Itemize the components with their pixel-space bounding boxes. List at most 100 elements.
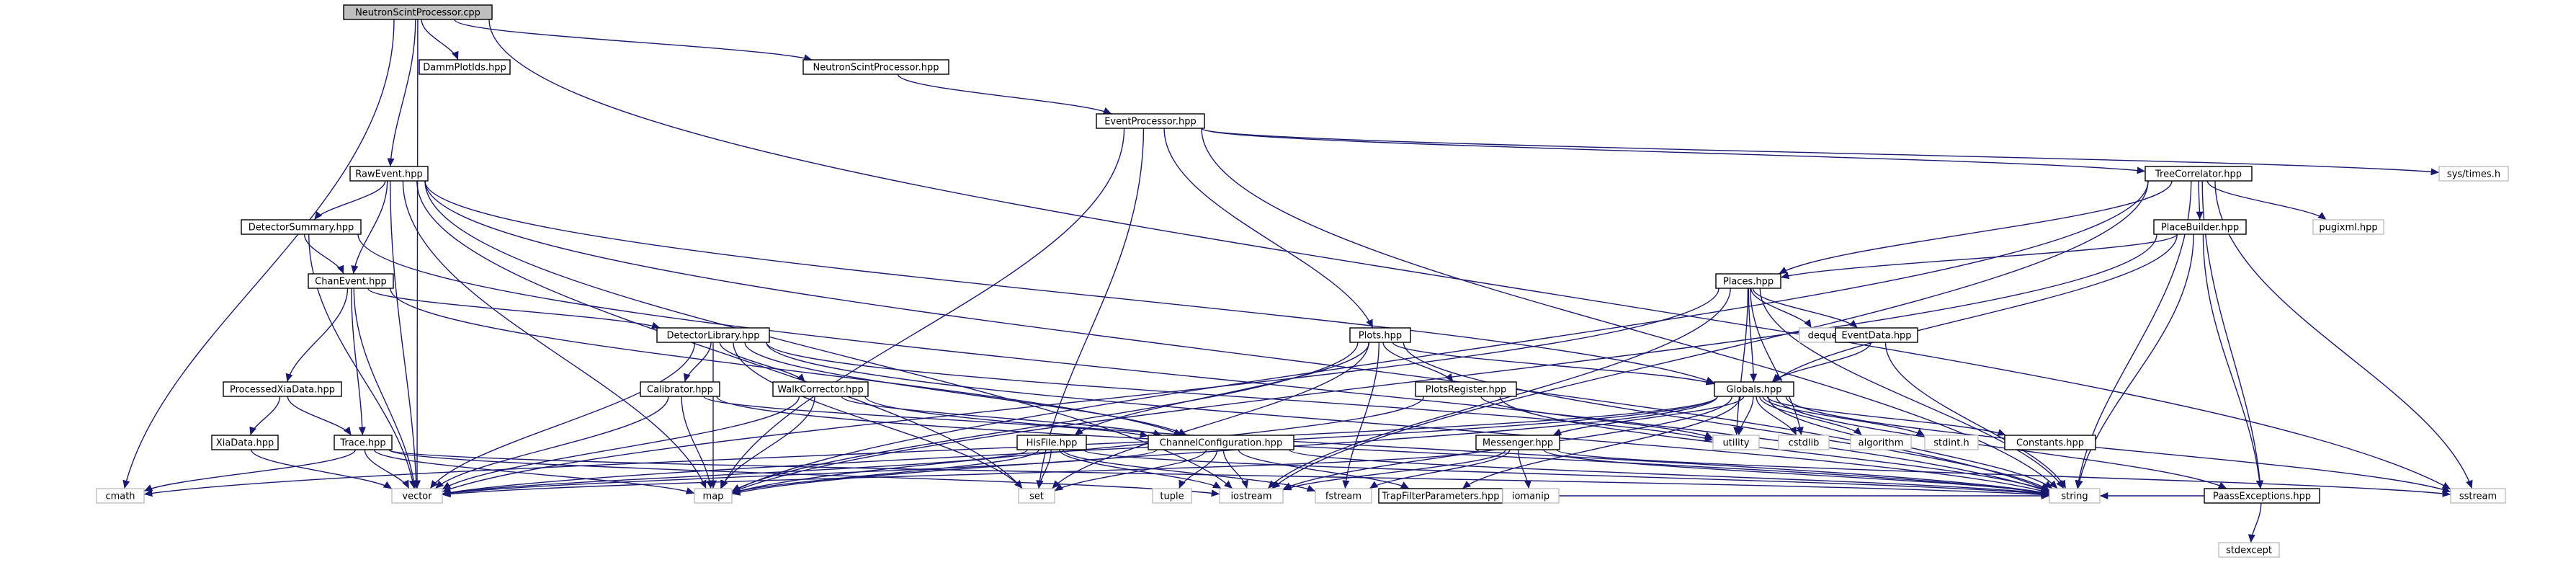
node-detsummary[interactable]: DetectorSummary.hpp xyxy=(241,219,362,235)
node-root[interactable]: NeutronScintProcessor.cpp xyxy=(343,4,493,20)
edge-root-to-nsp_hpp xyxy=(454,19,813,61)
node-label-iostream: iostream xyxy=(1230,491,1271,502)
node-box-constants xyxy=(2004,435,2096,450)
node-label-xiadata: XiaData.hpp xyxy=(216,438,274,449)
node-box-vector xyxy=(391,488,443,504)
node-trace[interactable]: Trace.hpp xyxy=(334,435,393,450)
edge-messenger-to-sstream xyxy=(1556,449,2451,497)
edge-hisfile-to-set xyxy=(1036,449,1052,489)
edge-placebuilder-to-string xyxy=(2075,233,2194,489)
node-paassexc[interactable]: PaassExceptions.hpp xyxy=(2204,488,2320,504)
edge-rawevent-to-vector xyxy=(390,180,420,489)
node-messenger[interactable]: Messenger.hpp xyxy=(1475,435,1560,450)
node-placebuilder[interactable]: PlaceBuilder.hpp xyxy=(2153,219,2247,235)
node-label-globals: Globals.hpp xyxy=(1726,385,1781,396)
edge-rawevent-to-globals xyxy=(424,180,1715,384)
node-trapfilter[interactable]: TrapFilterParameters.hpp xyxy=(1378,488,1503,504)
node-box-stdint xyxy=(1924,435,1979,450)
edge-hisfile-to-map xyxy=(731,449,1039,494)
node-label-hisfile: HisFile.hpp xyxy=(1027,438,1078,449)
edge-placebuilder-to-places xyxy=(1780,233,2178,280)
node-calibrator[interactable]: Calibrator.hpp xyxy=(640,381,720,397)
node-hisfile[interactable]: HisFile.hpp xyxy=(1016,435,1087,450)
node-places[interactable]: Places.hpp xyxy=(1715,273,1781,289)
node-nsp_hpp[interactable]: NeutronScintProcessor.hpp xyxy=(802,59,949,75)
edge-detlib-to-chanconfig xyxy=(744,342,1187,436)
node-box-set xyxy=(1018,488,1055,504)
node-box-eventproc xyxy=(1096,113,1205,129)
edge-walkcorr-to-string xyxy=(864,396,2050,496)
node-stdexcept: stdexcept xyxy=(2218,542,2280,558)
edge-globals-to-stdint xyxy=(1762,396,1926,437)
edge-paassexc-to-stdexcept xyxy=(2248,502,2262,543)
edge-plots-to-globals xyxy=(1392,342,1715,386)
node-eventproc[interactable]: EventProcessor.hpp xyxy=(1096,113,1205,129)
edge-places-to-eventdata xyxy=(1752,288,1859,329)
edge-messenger-to-string xyxy=(1543,449,2050,496)
node-eventdata[interactable]: EventData.hpp xyxy=(1835,327,1918,343)
node-box-sstream xyxy=(2450,488,2506,504)
node-box-fstream xyxy=(1315,488,1372,504)
node-box-tuple xyxy=(1152,488,1192,504)
node-box-trace xyxy=(334,435,393,450)
node-box-hisfile xyxy=(1016,435,1087,450)
edge-rawevent-to-map xyxy=(402,180,707,489)
node-detlib[interactable]: DetectorLibrary.hpp xyxy=(656,327,770,343)
edge-chanconfig-to-set xyxy=(1054,449,1207,491)
node-box-globals xyxy=(1714,381,1794,397)
edge-eventproc-to-treecorr xyxy=(1201,128,2146,174)
node-label-plotsreg: PlotsRegister.hpp xyxy=(1426,385,1506,396)
edge-treecorr-to-iostream xyxy=(1271,180,2149,489)
node-chanevent[interactable]: ChanEvent.hpp xyxy=(308,273,394,289)
edge-eventdata-to-string xyxy=(1884,342,2067,489)
node-label-places: Places.hpp xyxy=(1723,277,1774,288)
edge-chanconfig-to-tuple xyxy=(1179,449,1218,489)
edge-walkcorr-to-vector xyxy=(442,396,800,490)
node-label-root: NeutronScintProcessor.cpp xyxy=(355,8,480,19)
edge-rawevent-to-detsummary xyxy=(313,180,386,221)
node-box-placebuilder xyxy=(2153,219,2247,235)
edge-chanevent-to-trace xyxy=(351,288,366,436)
node-box-places xyxy=(1715,273,1781,289)
node-label-paassexc: PaassExceptions.hpp xyxy=(2213,491,2311,502)
node-rawevent[interactable]: RawEvent.hpp xyxy=(349,166,429,182)
node-label-string: string xyxy=(2061,491,2088,502)
edge-xiadata-to-vector xyxy=(251,449,393,489)
edge-placebuilder-to-globals xyxy=(1773,233,2178,383)
node-label-map: map xyxy=(703,491,724,502)
node-plots[interactable]: Plots.hpp xyxy=(1349,327,1411,343)
edge-detlib-to-string xyxy=(766,342,2050,494)
edge-detlib-to-walkcorr xyxy=(719,342,806,383)
edge-plots-to-set xyxy=(1052,342,1369,489)
edge-chanconfig-to-iostream xyxy=(1222,449,1249,489)
edge-treecorr-to-pugixml xyxy=(2206,180,2327,221)
node-label-chanconfig: ChannelConfiguration.hpp xyxy=(1160,438,1282,449)
node-box-plots xyxy=(1349,327,1411,343)
node-label-vector: vector xyxy=(402,491,432,502)
node-walkcorr[interactable]: WalkCorrector.hpp xyxy=(772,381,869,397)
edge-messenger-to-vector xyxy=(442,449,1480,498)
node-box-root xyxy=(343,4,493,20)
node-label-set: set xyxy=(1029,491,1044,502)
node-procxia[interactable]: ProcessedXiaData.hpp xyxy=(223,381,342,397)
node-box-walkcorr xyxy=(772,381,869,397)
node-label-stdint: stdint.h xyxy=(1933,438,1969,449)
node-box-string xyxy=(2049,488,2101,504)
node-plotsreg[interactable]: PlotsRegister.hpp xyxy=(1415,381,1517,397)
node-treecorr[interactable]: TreeCorrelator.hpp xyxy=(2145,166,2253,182)
node-dammplotids[interactable]: DammPlotIds.hpp xyxy=(419,59,511,75)
node-label-procxia: ProcessedXiaData.hpp xyxy=(230,385,335,396)
node-box-utility xyxy=(1712,435,1760,450)
node-globals[interactable]: Globals.hpp xyxy=(1714,381,1794,397)
node-utility: utility xyxy=(1712,435,1760,450)
edge-treecorr-to-placebuilder xyxy=(2196,180,2204,221)
node-label-cstdlib: cstdlib xyxy=(1789,438,1820,449)
node-constants[interactable]: Constants.hpp xyxy=(2004,435,2096,450)
edge-plots-to-plotsreg xyxy=(1382,342,1454,383)
node-label-nsp_hpp: NeutronScintProcessor.hpp xyxy=(813,63,939,74)
node-xiadata[interactable]: XiaData.hpp xyxy=(211,435,279,450)
node-stdint: stdint.h xyxy=(1924,435,1979,450)
node-chanconfig[interactable]: ChannelConfiguration.hpp xyxy=(1148,435,1294,450)
node-box-xiadata xyxy=(211,435,279,450)
